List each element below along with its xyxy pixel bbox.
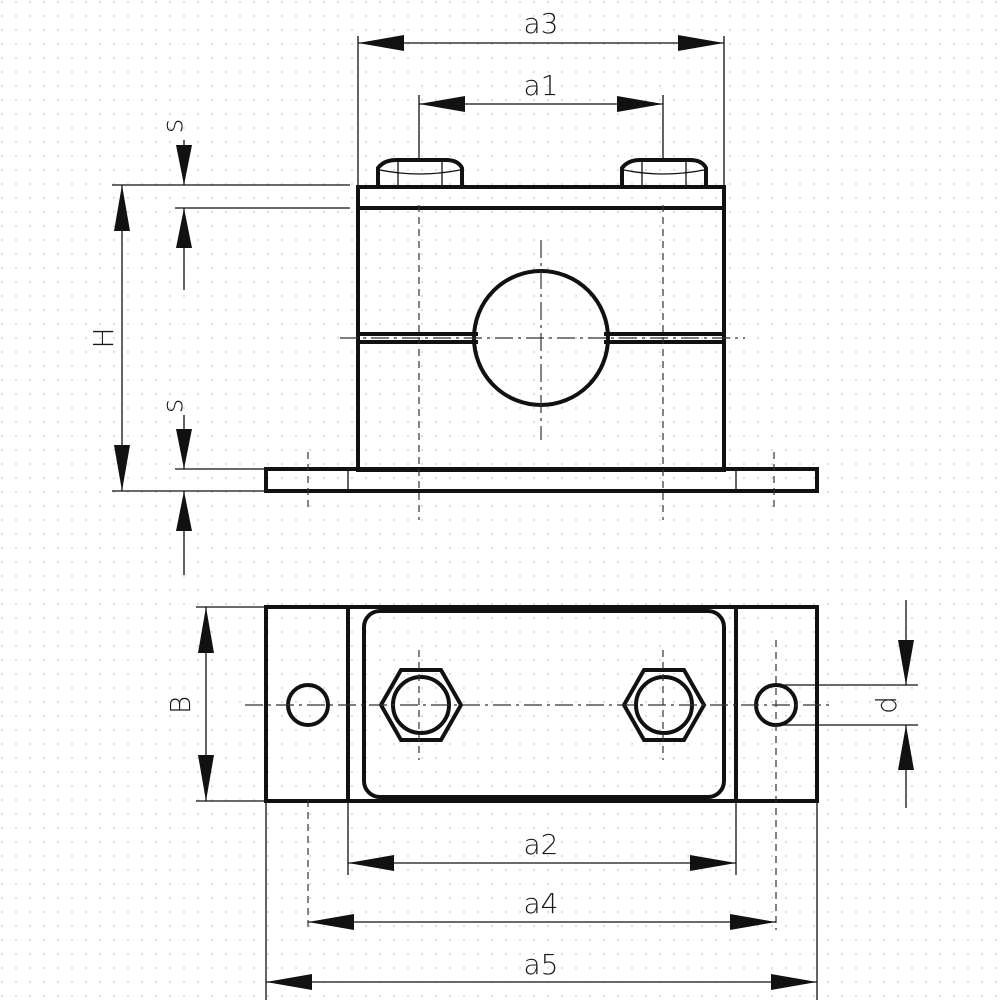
label-a2: a2 xyxy=(524,828,559,861)
bolt-head-right xyxy=(620,158,708,187)
label-a3: a3 xyxy=(524,7,559,40)
dimension-a1: a1 xyxy=(418,69,664,160)
bolt-head-left xyxy=(376,158,464,187)
label-s-bottom: s xyxy=(156,399,189,414)
label-a1: a1 xyxy=(524,69,559,102)
dimension-B: B xyxy=(164,606,264,802)
base-plate-top xyxy=(264,605,819,803)
cover-plate-top xyxy=(362,609,726,799)
dimension-H: H xyxy=(87,185,264,492)
dimension-s-bottom: s xyxy=(156,399,264,575)
top-view xyxy=(245,605,830,930)
label-s-top: s xyxy=(156,119,189,134)
dimension-a2: a2 xyxy=(347,803,737,875)
front-view xyxy=(264,158,819,520)
label-a4: a4 xyxy=(524,887,559,920)
dimension-a4: a4 xyxy=(308,887,776,930)
label-H: H xyxy=(87,327,120,348)
dimension-a5: a5 xyxy=(265,803,818,1000)
dimension-d: d xyxy=(782,600,918,808)
clamp-body xyxy=(356,185,726,472)
label-d: d xyxy=(870,696,903,714)
label-a5: a5 xyxy=(524,948,559,981)
dimension-a3: a3 xyxy=(357,7,725,185)
label-B: B xyxy=(164,696,197,714)
dimension-s-top: s xyxy=(112,119,350,290)
